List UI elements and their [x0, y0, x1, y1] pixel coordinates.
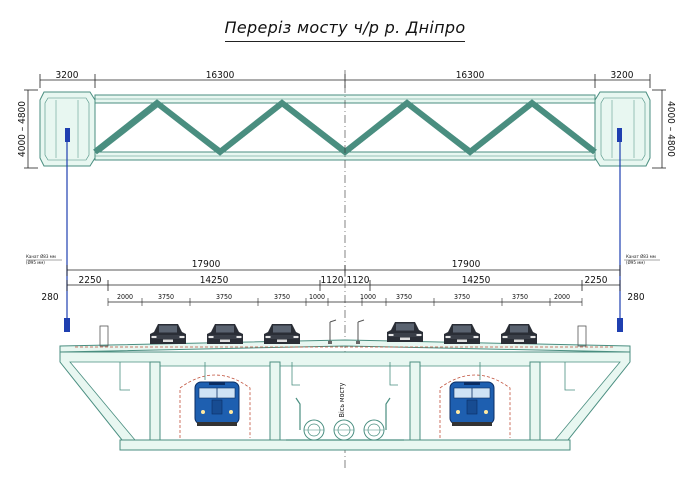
cable-note-left-2: (Ø95 мм)	[26, 259, 45, 266]
car-right-2	[444, 324, 480, 344]
deck-dim-edge-left: 280	[41, 292, 58, 303]
deck-dimensions: 17900 17900 2250 14250 1120 1120 14250 2…	[41, 259, 645, 306]
metro-train-left	[194, 381, 240, 427]
lane-dim-right-3: 3750	[454, 293, 470, 301]
cable-note-right-group: Канат Ø83 мм (Ø95 мм)	[624, 253, 660, 266]
car-right-1	[387, 322, 423, 342]
cable-note-right-1: Канат Ø83 мм	[626, 253, 656, 260]
truss-dim-span-left: 16300	[206, 70, 235, 81]
deck-dim-carriage-left: 14250	[200, 275, 229, 286]
lane-dim-left-5: 1000	[309, 293, 325, 301]
utility-pipes	[303, 419, 385, 441]
tower-height-left: 4000 – 4800	[17, 101, 28, 157]
lane-dim-right-2: 3750	[396, 293, 412, 301]
lane-dim-left-4: 3750	[274, 293, 290, 301]
cable-anchor-left	[64, 318, 70, 332]
car-left-2	[207, 324, 243, 344]
deck-dim-half-left: 17900	[192, 259, 221, 270]
tower-left	[39, 91, 96, 167]
lane-dim-left-2: 3750	[158, 293, 174, 301]
deck-dim-side-left: 2250	[79, 275, 102, 286]
axis-label: Вісь мосту	[338, 382, 346, 417]
deck-dim-edge-right: 280	[627, 292, 644, 303]
deck-dim-median-left: 1120	[321, 275, 344, 286]
cable-note-right-2: (Ø95 мм)	[626, 259, 645, 266]
tower-height-dims: 4000 – 4800 4000 – 4800	[17, 89, 676, 169]
lane-dim-left-1: 2000	[117, 293, 133, 301]
car-right-3	[501, 324, 537, 344]
cable-note-left-1: Канат Ø83 мм	[26, 253, 56, 260]
car-left-3	[264, 324, 300, 344]
pipe-1	[303, 419, 325, 441]
car-left-1	[150, 324, 186, 344]
cables	[64, 142, 623, 332]
drawing-title: Переріз мосту ч/р р. Дніпро	[224, 18, 466, 37]
truss-dim-end-right: 3200	[611, 70, 634, 81]
cable-note-left-group: Канат Ø83 мм (Ø95 мм)	[26, 253, 62, 266]
lane-dim-right-4: 3750	[512, 293, 528, 301]
pipe-2	[333, 419, 355, 441]
title-underline	[225, 41, 465, 42]
lane-dim-right-5: 2000	[554, 293, 570, 301]
deck-dim-half-right: 17900	[452, 259, 481, 270]
title-block: Переріз мосту ч/р р. Дніпро	[150, 18, 540, 42]
truss-dim-span-right: 16300	[456, 70, 485, 81]
lane-dim-right-1: 1000	[360, 293, 376, 301]
tower-right	[594, 91, 651, 167]
deck-dim-side-right: 2250	[585, 275, 608, 286]
deck-dim-carriage-right: 14250	[462, 275, 491, 286]
cable-anchor-right	[617, 318, 623, 332]
metro-train-right	[449, 381, 495, 427]
tower-height-right: 4000 – 4800	[665, 101, 676, 157]
pipe-3	[363, 419, 385, 441]
lane-dim-left-3: 3750	[216, 293, 232, 301]
deck-dim-median-right: 1120	[347, 275, 370, 286]
railings	[99, 319, 587, 347]
truss-dim-end-left: 3200	[56, 70, 79, 81]
